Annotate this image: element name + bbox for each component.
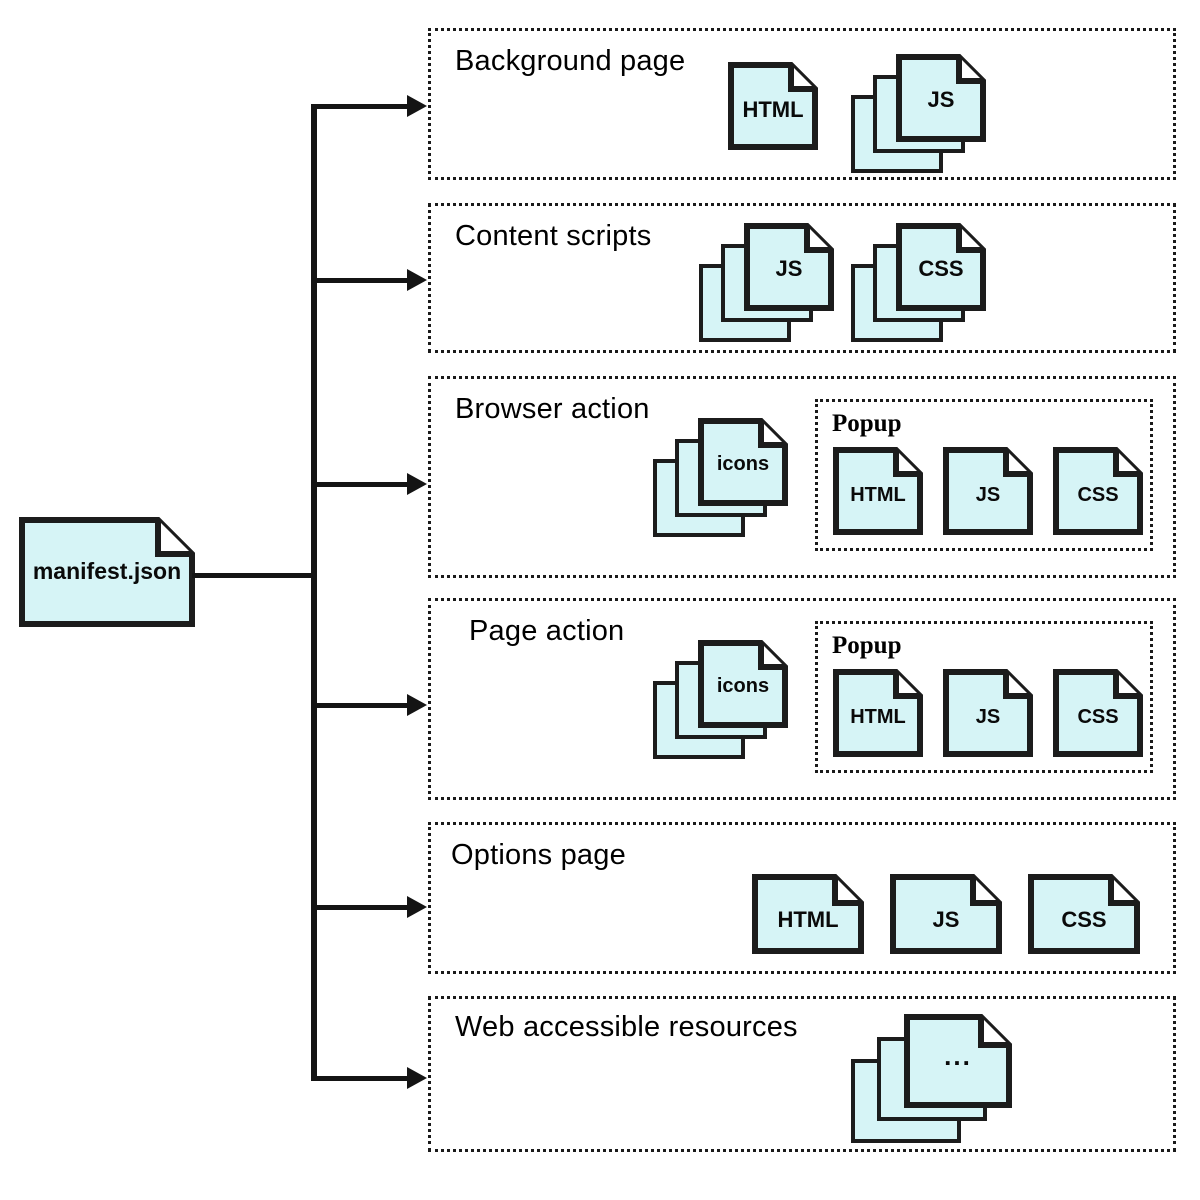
branch-arrow-web-accessible-resources [407,1067,427,1089]
stack-sheet-front: icons [697,417,789,507]
stack-sheet-front: CSS [895,222,987,312]
branch-line-browser-action [313,482,409,487]
doc-html[interactable]: HTML [727,61,819,151]
doc-stack-resources[interactable]: ... [851,1013,1013,1145]
doc-js[interactable]: JS [942,668,1034,758]
section-browser-action[interactable]: Browser action icons Popup HTML [428,376,1176,578]
document-icon [896,223,986,311]
document-icon [1053,447,1143,535]
section-options-page[interactable]: Options page HTML JS CSS [428,822,1176,974]
branch-line-background-page [313,104,409,109]
branch-arrow-options-page [407,896,427,918]
section-content-scripts[interactable]: Content scripts JS CSS [428,203,1176,353]
document-icon [1028,874,1140,954]
doc-stack-js[interactable]: JS [699,222,839,346]
stack-sheet-front: JS [743,222,835,312]
document-icon [728,62,818,150]
connector-trunk [311,104,317,1081]
document-icon [698,640,788,728]
branch-arrow-browser-action [407,473,427,495]
document-icon [943,447,1033,535]
root-connector-line [192,573,316,578]
branch-line-options-page [313,905,409,910]
stack-sheet-front: JS [895,53,987,143]
doc-css[interactable]: CSS [1052,446,1144,536]
doc-stack-js[interactable]: JS [851,53,991,177]
document-icon [904,1014,1012,1108]
section-background-page[interactable]: Background page HTML JS [428,28,1176,180]
doc-css[interactable]: CSS [1052,668,1144,758]
section-title-background-page: Background page [455,45,686,77]
document-icon [752,874,864,954]
doc-stack-icons[interactable]: icons [653,639,793,763]
section-title-browser-action: Browser action [455,393,650,425]
document-icon [19,517,195,627]
doc-html[interactable]: HTML [832,668,924,758]
doc-stack-icons[interactable]: icons [653,417,793,541]
doc-html[interactable]: HTML [751,873,865,955]
branch-line-page-action [313,703,409,708]
branch-arrow-content-scripts [407,269,427,291]
doc-html[interactable]: HTML [832,446,924,536]
branch-line-content-scripts [313,278,409,283]
document-icon [833,669,923,757]
branch-arrow-page-action [407,694,427,716]
doc-css[interactable]: CSS [1027,873,1141,955]
branch-line-web-accessible-resources [313,1076,409,1081]
stack-sheet-front: icons [697,639,789,729]
stack-sheet-front: ... [903,1013,1013,1109]
branch-arrow-background-page [407,95,427,117]
popup-title: Popup [832,632,902,659]
document-icon [833,447,923,535]
document-icon [1053,669,1143,757]
section-title-page-action: Page action [469,615,625,647]
section-title-web-accessible-resources: Web accessible resources [455,1011,798,1043]
document-icon [943,669,1033,757]
document-icon [744,223,834,311]
section-web-accessible-resources[interactable]: Web accessible resources ... [428,996,1176,1152]
popup-box-browser-action[interactable]: Popup HTML JS CSS [815,399,1153,551]
popup-box-page-action[interactable]: Popup HTML JS CSS [815,621,1153,773]
section-page-action[interactable]: Page action icons Popup HTML [428,598,1176,800]
document-icon [890,874,1002,954]
popup-title: Popup [832,410,902,437]
doc-stack-css[interactable]: CSS [851,222,991,346]
manifest-json-node[interactable]: manifest.json [18,516,196,628]
section-title-options-page: Options page [451,839,626,871]
doc-js[interactable]: JS [942,446,1034,536]
section-title-content-scripts: Content scripts [455,220,652,252]
document-icon [698,418,788,506]
document-icon [896,54,986,142]
doc-js[interactable]: JS [889,873,1003,955]
